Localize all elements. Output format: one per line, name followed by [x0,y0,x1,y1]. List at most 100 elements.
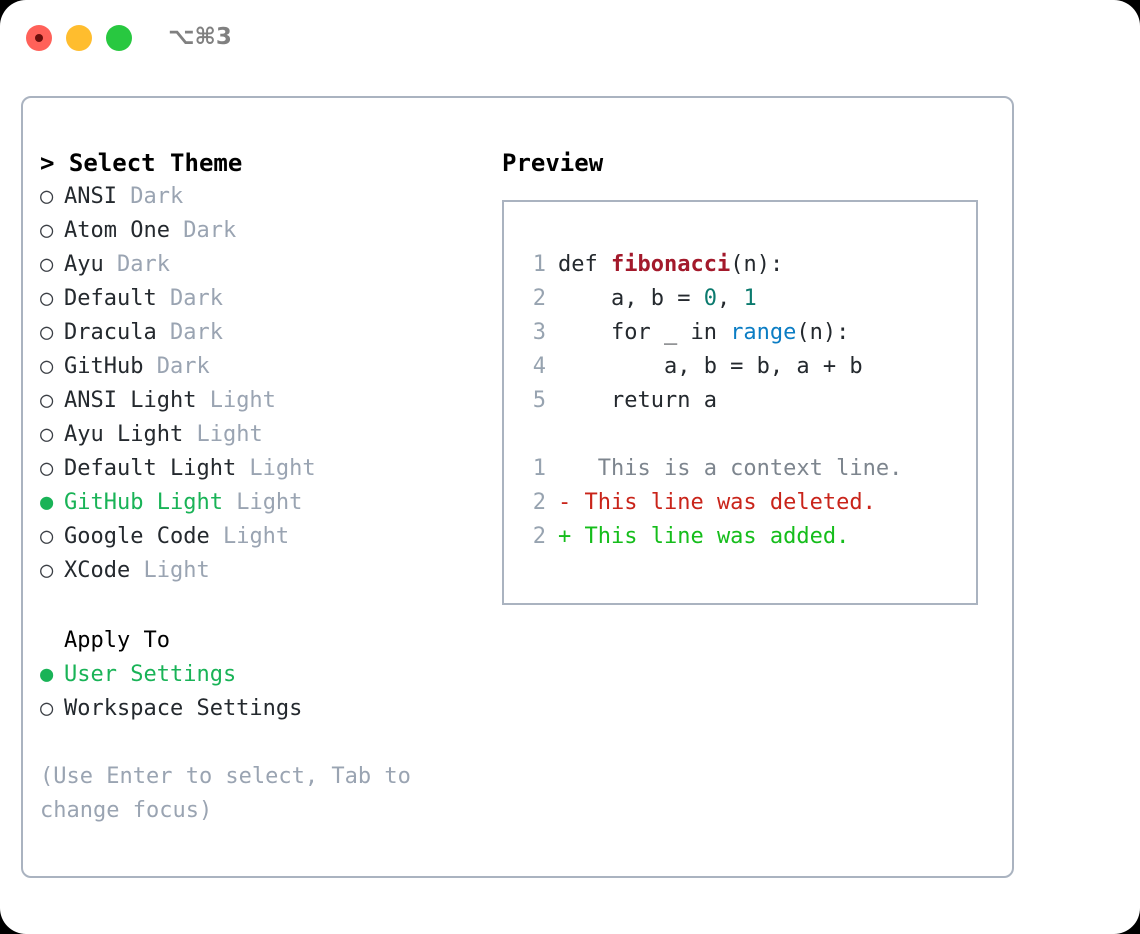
keyboard-shortcut-label: ⌥⌘3 [168,24,232,50]
theme-variant-tag: Light [183,422,263,447]
diff-text: + This line was added. [558,524,850,549]
select-theme-heading: > Select Theme [40,149,243,177]
title-bar: ⌥⌘3 [0,0,1140,78]
code-token-num: 0 [703,286,717,311]
line-number: 1 [532,252,546,277]
theme-option-10[interactable]: ○ Google Code Light [40,520,490,554]
code-line: 3 for _ in range(n): [520,316,902,350]
theme-option-label: ANSI Light [64,388,197,413]
theme-option-8[interactable]: ○ Default Light Light [40,452,490,486]
line-number: 1 [532,456,546,481]
preview-heading: Preview [502,149,604,177]
theme-option-label: XCode [64,558,131,583]
line-number: 3 [532,320,546,345]
radio-unselected-icon: ○ [40,252,54,277]
theme-variant-tag: Light [196,388,276,413]
theme-variant-tag: Dark [156,286,223,311]
theme-option-label: Ayu Light [64,422,184,447]
theme-option-label: ANSI [64,184,117,209]
theme-selector-column: > Select Theme ○ANSI Dark○Atom One Dark○… [40,146,490,828]
theme-variant-tag: Dark [143,354,210,379]
apply-option-1[interactable]: ○ Workspace Settings [40,692,490,726]
theme-variant-tag: Light [209,524,290,549]
radio-unselected-icon: ○ [40,184,54,209]
line-number: 4 [532,354,546,379]
radio-unselected-icon: ○ [40,320,54,345]
code-token-builtin: range [730,320,797,345]
theme-option-6[interactable]: ○ ANSI Light Light [40,384,490,418]
code-token-plain: def [558,252,611,277]
radio-unselected-icon: ○ [40,524,54,549]
code-line: 1 def fibonacci(n): [520,248,902,282]
radio-unselected-icon: ○ [40,218,54,243]
diff-text: - This line was deleted. [558,490,876,515]
theme-option-label: Ayu [64,252,104,277]
diff-line-del: 2 - This line was deleted. [520,486,902,520]
code-token-plain: , [716,286,744,311]
line-number: 2 [532,286,546,311]
line-number: 2 [532,490,546,515]
theme-variant-tag: Light [236,456,316,481]
content-panel: > Select Theme ○ANSI Dark○Atom One Dark○… [21,96,1014,878]
apply-to-section: Apply To ● User Settings ○ Workspace Settin… [40,624,490,726]
keyboard-hint-text: (Use Enter to select, Tab to change focu… [40,764,425,823]
theme-option-9[interactable]: ●GitHub Light Light [40,486,490,520]
radio-unselected-icon: ○ [40,388,54,413]
diff-text: This is a context line. [558,456,903,481]
theme-option-0[interactable]: ○ ANSI Dark [40,180,490,214]
theme-variant-tag: Dark [156,320,223,345]
theme-option-label: Default [64,286,157,311]
apply-to-heading: Apply To [64,628,170,653]
code-token-plain: (n): [730,252,784,277]
radio-selected-icon: ● [40,662,54,687]
theme-option-label: Default Light [64,456,237,481]
theme-option-label: Dracula [64,320,157,345]
code-token-plain: return a [558,388,717,413]
theme-option-11[interactable]: ○ XCode Light [40,554,490,588]
diff-line-ctx: 1 This is a context line. [520,452,903,486]
theme-option-label: GitHub [64,354,144,379]
code-line: 4 a, b = b, a + b [520,350,902,384]
theme-variant-tag: Dark [103,252,170,277]
code-token-plain: (n): [796,320,850,345]
radio-unselected-icon: ○ [40,422,54,447]
theme-option-label: Google Code [64,524,210,549]
theme-variant-tag: Light [130,558,210,583]
radio-selected-icon: ● [40,490,54,515]
code-token-fn: fibonacci [610,252,731,277]
code-token-plain: a, b = b, a + b [558,354,863,379]
code-line: 5 return a [520,384,902,418]
theme-option-4[interactable]: ○ Dracula Dark [40,316,490,350]
line-number: 5 [532,388,546,413]
code-token-num: 1 [743,286,757,311]
theme-option-label: Atom One [64,218,170,243]
radio-unselected-icon: ○ [40,286,54,311]
theme-option-1[interactable]: ○ Atom One Dark [40,214,490,248]
minimize-button[interactable] [66,25,92,51]
apply-option-label: User Settings [64,662,237,687]
code-token-plain: for _ in [558,320,731,345]
radio-unselected-icon: ○ [40,696,54,721]
theme-option-3[interactable]: ○ Default Dark [40,282,490,316]
theme-option-label: GitHub Light [64,490,223,515]
theme-option-5[interactable]: ○GitHub Dark [40,350,490,384]
code-line: 2 a, b = 0, 1 [520,282,902,316]
diff-line-add: 2+ This line was added. [520,520,902,554]
radio-unselected-icon: ○ [40,558,54,583]
theme-variant-tag: Dark [116,184,184,209]
apply-to-option-list[interactable]: ● User Settings ○ Workspace Settings [40,658,490,726]
close-button[interactable] [26,25,52,51]
maximize-button[interactable] [106,25,132,51]
apply-option-label: Workspace Settings [64,696,303,721]
theme-option-7[interactable]: ○ Ayu Light Light [40,418,490,452]
code-spacer [520,418,902,452]
apply-option-0[interactable]: ● User Settings [40,658,490,692]
theme-option-list[interactable]: ○ ANSI Dark ○ Atom One Dark ○ Ayu Dark ○ Defaul… [40,180,490,588]
theme-option-2[interactable]: ○ Ayu Dark [40,248,490,282]
theme-variant-tag: Dark [169,218,237,243]
radio-unselected-icon: ○ [40,456,54,481]
